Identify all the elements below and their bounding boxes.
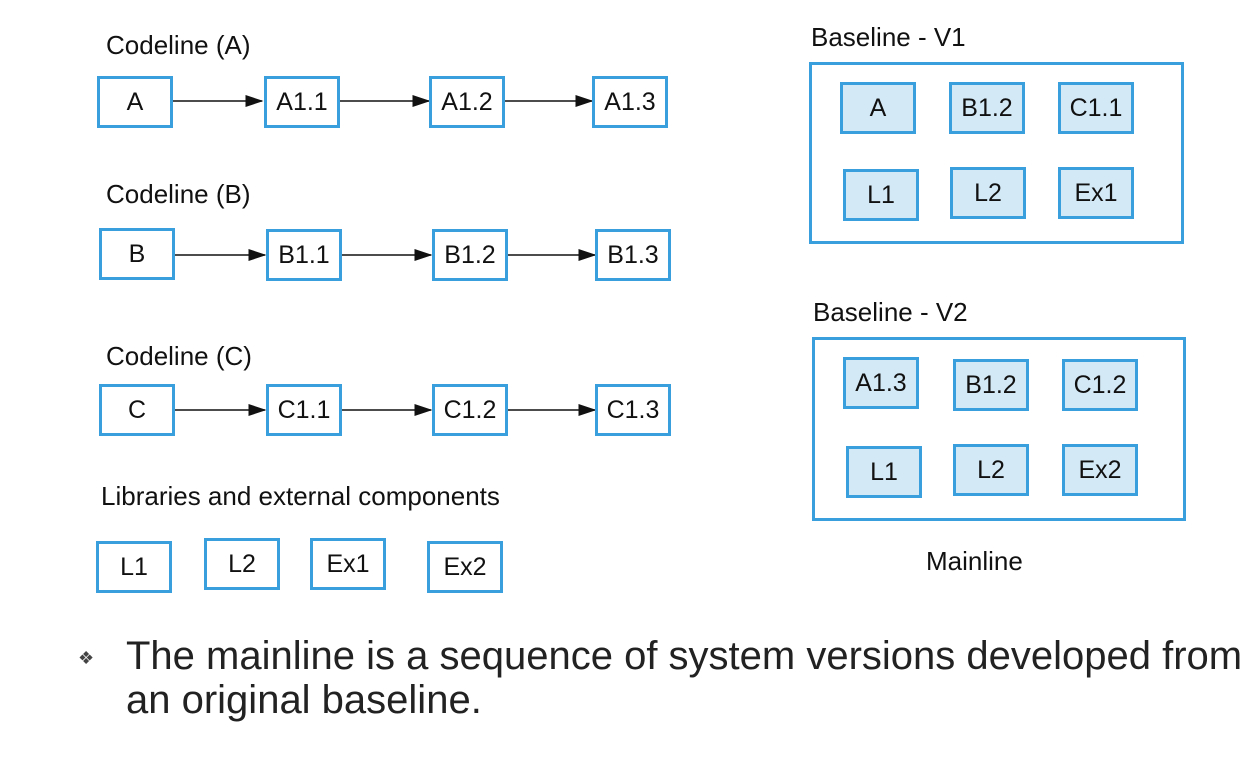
baseline-v2-box-2: B1.2 — [953, 359, 1029, 411]
baseline-v1-box-6: Ex1 — [1058, 167, 1134, 219]
baseline-v1-box-2: B1.2 — [949, 82, 1025, 134]
baseline-v2-box-6: Ex2 — [1062, 444, 1138, 496]
library-box-l1: L1 — [96, 541, 172, 593]
libraries-title: Libraries and external components — [101, 481, 500, 511]
codeline-c-box-4: C1.3 — [595, 384, 671, 436]
codeline-c-box-2: C1.1 — [266, 384, 342, 436]
codeline-b-box-2: B1.1 — [266, 229, 342, 281]
codeline-b-box-4: B1.3 — [595, 229, 671, 281]
baseline-v2-title: Baseline - V2 — [813, 297, 968, 327]
codeline-a-box-1: A — [97, 76, 173, 128]
codeline-b-box-1: B — [99, 228, 175, 280]
baseline-v2-box-5: L2 — [953, 444, 1029, 496]
codeline-c-box-3: C1.2 — [432, 384, 508, 436]
baseline-v2-box-1: A1.3 — [843, 357, 919, 409]
baseline-v1-box-3: C1.1 — [1058, 82, 1134, 134]
codeline-a-box-2: A1.1 — [264, 76, 340, 128]
codeline-a-title: Codeline (A) — [106, 30, 251, 60]
codeline-b-box-3: B1.2 — [432, 229, 508, 281]
baseline-v2-box-3: C1.2 — [1062, 359, 1138, 411]
library-box-ex2: Ex2 — [427, 541, 503, 593]
codeline-a-box-4: A1.3 — [592, 76, 668, 128]
codeline-c-title: Codeline (C) — [106, 341, 252, 371]
codeline-c-box-1: C — [99, 384, 175, 436]
library-box-ex1: Ex1 — [310, 538, 386, 590]
codeline-b-title: Codeline (B) — [106, 179, 251, 209]
bullet-text-line2: an original baseline. — [126, 678, 482, 722]
bullet-text-line1: The mainline is a sequence of system ver… — [126, 634, 1243, 678]
baseline-v1-title: Baseline - V1 — [811, 22, 966, 52]
baseline-v1-box-5: L2 — [950, 167, 1026, 219]
baseline-v1-box-4: L1 — [843, 169, 919, 221]
mainline-label: Mainline — [926, 546, 1023, 576]
library-box-l2: L2 — [204, 538, 280, 590]
codeline-a-box-3: A1.2 — [429, 76, 505, 128]
baseline-v1-box-1: A — [840, 82, 916, 134]
bullet-diamond-icon: ❖ — [78, 648, 95, 668]
baseline-v2-box-4: L1 — [846, 446, 922, 498]
